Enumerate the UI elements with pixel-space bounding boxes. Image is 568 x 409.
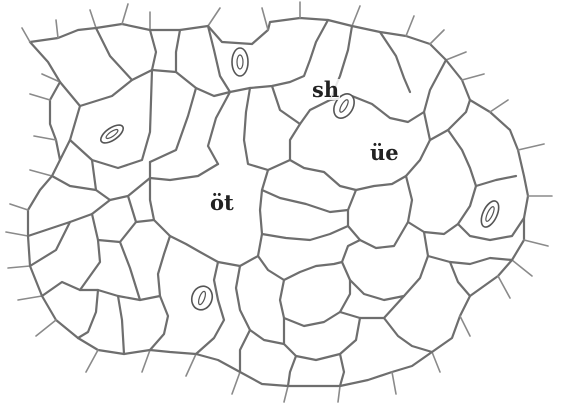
label-ot: öt	[209, 192, 235, 213]
stoma-left	[98, 122, 126, 147]
outer-boundary	[28, 18, 528, 386]
stoma-right	[478, 198, 503, 229]
label-ue: üe	[369, 142, 400, 163]
inner-cell-walls	[28, 20, 524, 386]
stoma-top	[232, 48, 248, 76]
stoma-bottom	[188, 283, 215, 312]
label-sh: sh	[311, 79, 340, 100]
